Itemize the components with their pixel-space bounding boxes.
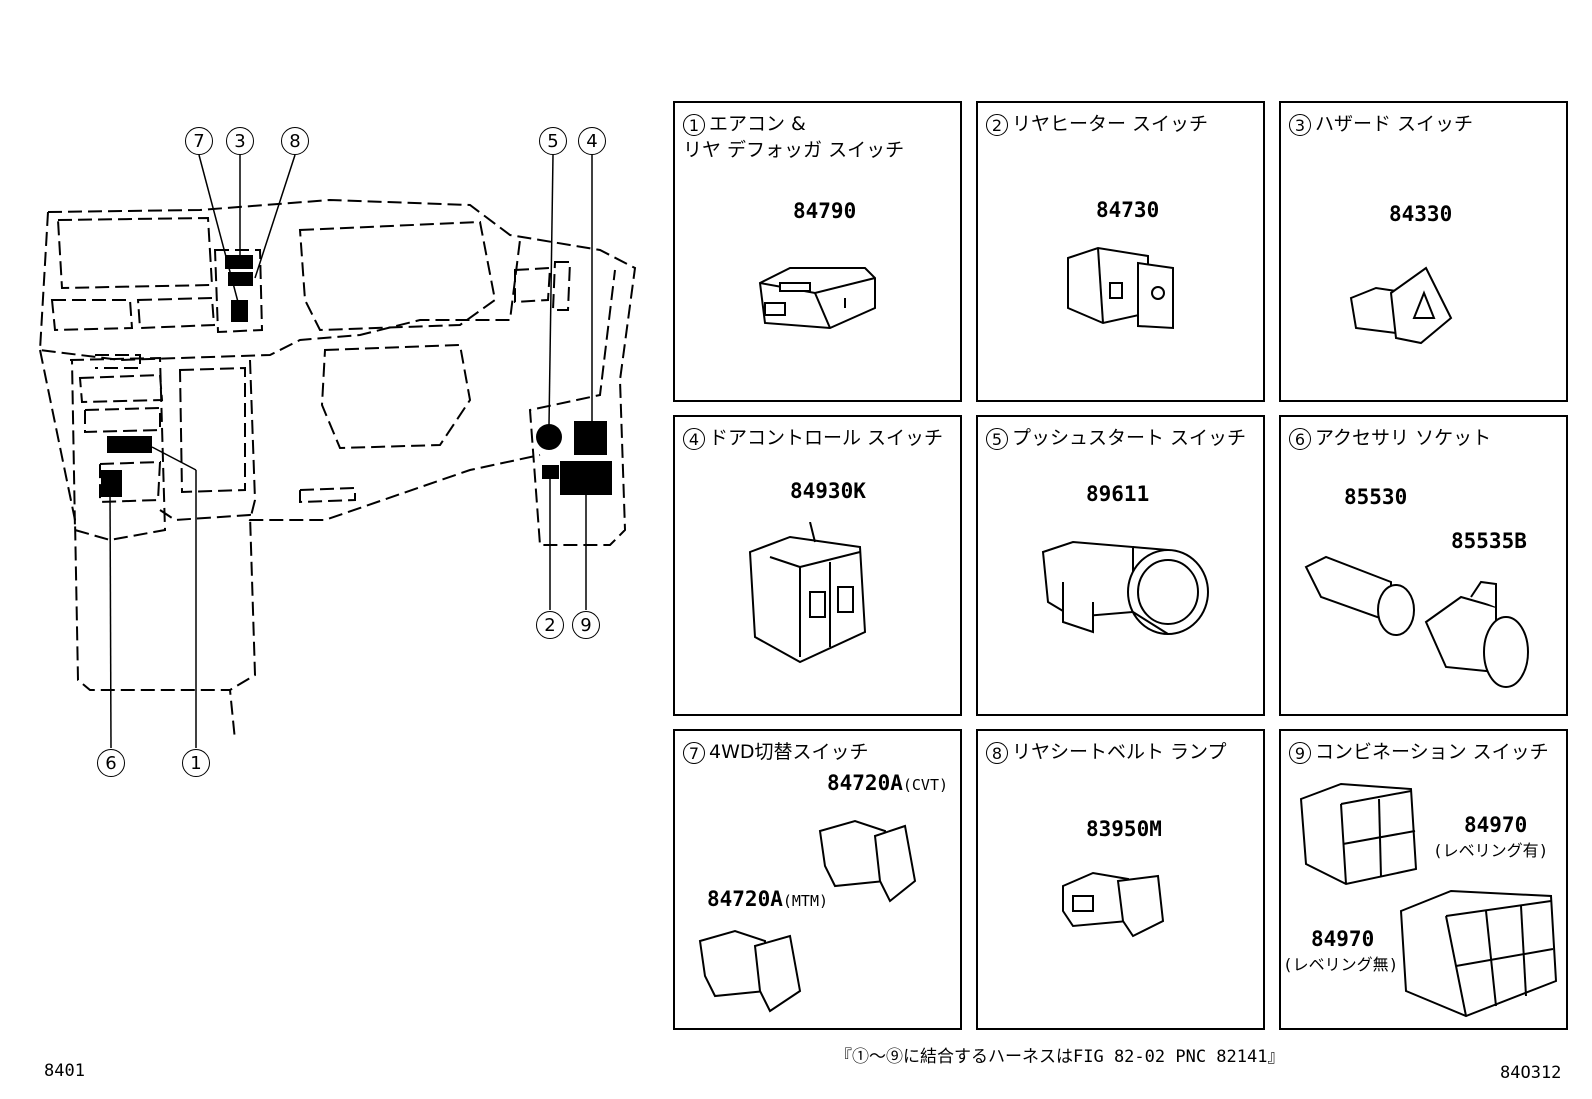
combination-switch-with-leveling-icon <box>1299 782 1418 886</box>
panel-title: リヤシートベルト ランプ <box>1012 741 1227 763</box>
part-number[interactable]: 83950M <box>1086 817 1162 841</box>
switch-icon <box>758 267 876 330</box>
diagram-code-right: 84O312 <box>1500 1063 1562 1083</box>
part-number[interactable]: 84970 <box>1311 927 1375 951</box>
part-number[interactable]: 85535B <box>1451 529 1527 553</box>
part-number[interactable]: 84790 <box>793 199 857 223</box>
part-number[interactable]: 84970 <box>1464 813 1528 837</box>
variant-mtm: (MTM) <box>782 892 829 910</box>
push-start-icon <box>1041 540 1209 635</box>
seatbelt-lamp-icon <box>1062 871 1165 938</box>
panel-title: リヤヒーター スイッチ <box>1012 113 1209 135</box>
panel-title: コンビネーション スイッチ <box>1315 741 1549 763</box>
part-number[interactable]: 84720A(MTM) <box>707 887 828 911</box>
combination-switch-without-leveling-icon <box>1399 889 1558 1018</box>
callout-4[interactable]: 4 <box>578 127 606 155</box>
panel-number: 3 <box>1289 113 1311 136</box>
4wd-switch-mtm-icon <box>698 929 802 1013</box>
socket-icon <box>1304 555 1529 688</box>
panel-title: 4WD切替スイッチ <box>709 741 869 763</box>
panel-number: 5 <box>986 427 1008 450</box>
part-number[interactable]: 84720A(CVT) <box>827 771 948 795</box>
panel-number: 8 <box>986 741 1008 764</box>
callout-8[interactable]: 8 <box>281 127 309 155</box>
panel-title: プッシュスタート スイッチ <box>1012 427 1247 449</box>
variant-without-leveling: (レベリング無) <box>1283 955 1399 974</box>
panel-number: 2 <box>986 113 1008 136</box>
switch-icon <box>1067 246 1174 330</box>
panel-number: 6 <box>1289 427 1311 450</box>
part-number[interactable]: 89611 <box>1086 482 1150 506</box>
part-number[interactable]: 84730 <box>1096 198 1160 222</box>
harness-note: 『①～⑨に結合するハーネスはFIG 82-02 PNC 82141』 <box>835 1047 1285 1067</box>
callout-7[interactable]: 7 <box>185 127 213 155</box>
panel-title: アクセサリ ソケット <box>1315 427 1492 449</box>
part-number-mtm: 84720A <box>707 887 783 911</box>
panel-title: エアコン & リヤ デフォッガ スイッチ <box>683 113 905 161</box>
4wd-switch-cvt-icon <box>818 819 917 903</box>
callout-9[interactable]: 9 <box>572 611 600 639</box>
part-number[interactable]: 85530 <box>1344 485 1408 509</box>
variant-with-leveling: (レベリング有) <box>1433 841 1549 860</box>
callout-5[interactable]: 5 <box>539 127 567 155</box>
panel-title: ドアコントロール スイッチ <box>709 427 944 449</box>
diagram-code-left: 8401 <box>44 1061 85 1081</box>
callout-6[interactable]: 6 <box>97 749 125 777</box>
part-number-cvt: 84720A <box>827 771 903 795</box>
panel-number: 4 <box>683 427 705 450</box>
callout-2[interactable]: 2 <box>536 611 564 639</box>
door-switch-icon <box>748 522 867 664</box>
callout-3[interactable]: 3 <box>226 127 254 155</box>
part-number[interactable]: 84930K <box>790 479 866 503</box>
panel-number: 1 <box>683 113 705 136</box>
variant-cvt: (CVT) <box>902 776 949 794</box>
dashboard-diagram <box>38 154 637 749</box>
panel-number: 9 <box>1289 741 1311 764</box>
panel-number: 7 <box>683 741 705 764</box>
panel-title: ハザード スイッチ <box>1315 113 1474 135</box>
hazard-switch-icon <box>1349 266 1453 345</box>
callout-1[interactable]: 1 <box>182 749 210 777</box>
part-number[interactable]: 84330 <box>1389 202 1453 226</box>
